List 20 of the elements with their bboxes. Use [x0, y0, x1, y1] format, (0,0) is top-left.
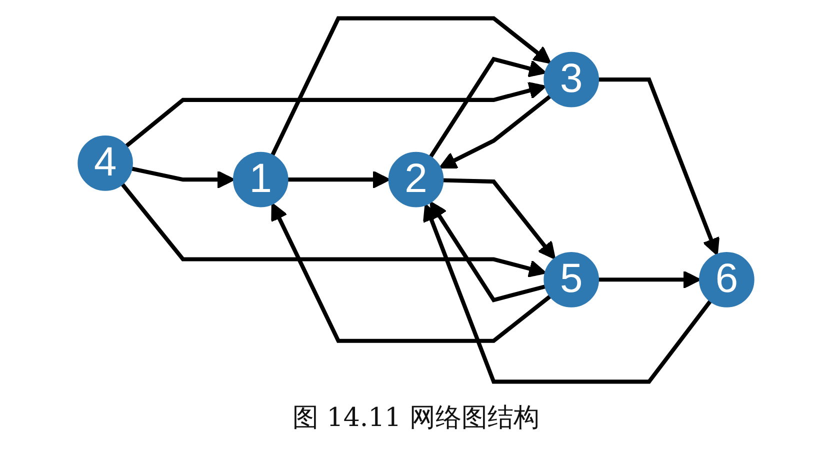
arrow — [271, 202, 552, 343]
arrow — [442, 178, 556, 260]
node-circle: 4 — [78, 135, 133, 191]
arrow — [124, 82, 546, 148]
arrow — [287, 170, 390, 189]
node-circle: 6 — [699, 252, 754, 308]
node-circle: 2 — [388, 152, 444, 208]
arrow — [439, 94, 552, 168]
arrow — [120, 182, 546, 278]
arrow — [598, 78, 720, 256]
node-circle: 3 — [544, 52, 600, 108]
arrow — [422, 204, 712, 384]
arrow — [130, 166, 235, 189]
node-circle: 1 — [232, 152, 288, 208]
arrow — [270, 16, 552, 156]
node-circle: 5 — [544, 252, 600, 308]
arrow — [598, 270, 701, 289]
arrow — [430, 201, 546, 302]
arrow — [428, 56, 546, 158]
figure-caption: 图 14.11 网络图结构 — [292, 402, 540, 435]
